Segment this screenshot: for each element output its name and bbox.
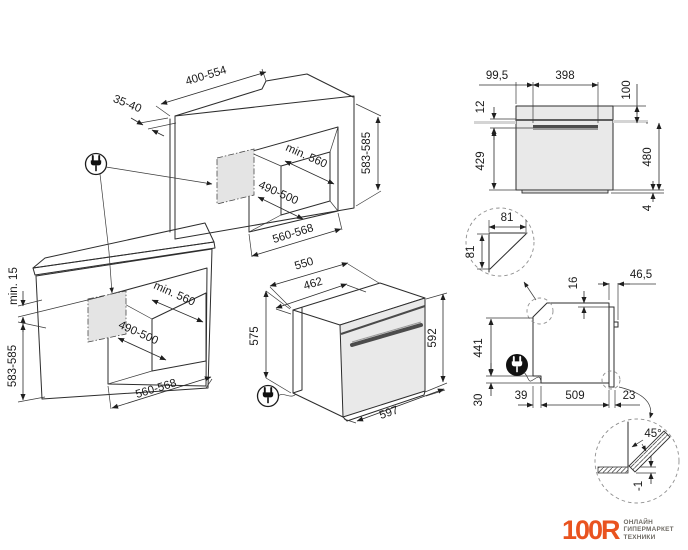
dim-plinth-height: 4 — [642, 204, 654, 211]
dim-worktop-clearance: min. 15 — [8, 267, 20, 305]
dim-oven-height-rear: 575 — [249, 326, 261, 345]
power-connection-area-lower — [87, 290, 127, 343]
dim-cut-angle: 45° — [644, 428, 661, 440]
dim-oven-depth-body: 462 — [302, 276, 324, 293]
dim-inner-depth-upper: 490-500 — [256, 179, 299, 207]
dim-front-edge: 35-40 — [111, 93, 143, 115]
dim-niche-height-lower: 583-585 — [7, 345, 19, 387]
dim-front-gap: 39 — [515, 390, 528, 402]
dim-oven-width: 597 — [378, 404, 400, 422]
power-socket-callout — [84, 152, 213, 294]
dim-niche-height-upper: 583-585 — [361, 132, 373, 174]
side-handle — [613, 321, 619, 328]
tall-cabinet-view: 400-554 35-40 min. 560 490-500 560-568 5… — [111, 64, 382, 258]
oven-side-view: 16 46,5 441 30 39 509 23 — [473, 269, 656, 419]
logo: 100R ОНЛАЙН ГИПЕРМАРКЕТ ТЕХНИКИ — [562, 510, 688, 550]
dim-base-inset: 30 — [473, 394, 485, 407]
logo-tagline-line2: ГИПЕРМАРКЕТ — [623, 526, 674, 534]
dim-door-depth: 23 — [623, 390, 636, 402]
dim-top-opening: 400-554 — [184, 64, 228, 88]
dim-clearance: -1 — [633, 481, 645, 491]
logo-tagline: ОНЛАЙН ГИПЕРМАРКЕТ ТЕХНИКИ — [624, 519, 674, 541]
logo-tagline-line1: ОНЛАЙН — [623, 518, 653, 526]
dim-chamfer-width: 81 — [501, 212, 514, 224]
dim-top-to-handle: 100 — [621, 80, 633, 99]
oven-isometric-view: 550 462 575 592 597 — [249, 256, 448, 424]
dim-oven-depth-total: 550 — [293, 256, 315, 273]
logo-tagline-line3: ТЕХНИКИ — [623, 533, 656, 541]
dim-body-depth: 509 — [565, 390, 584, 402]
oven-handle — [350, 323, 423, 347]
dim-niche-depth-lower: min. 560 — [152, 280, 197, 309]
dim-front-overhang: 46,5 — [630, 269, 652, 281]
dim-body-height: 441 — [473, 338, 485, 357]
plinth-cut-detail: 45° -1 — [594, 418, 680, 504]
oven-front-view: 99,5 398 100 12 429 480 4 — [474, 70, 664, 211]
dim-top-inset: 16 — [568, 277, 580, 290]
power-connection-area-upper — [216, 148, 255, 205]
corner-chamfer-detail: 81 81 — [465, 207, 537, 301]
dim-niche-width-upper: 560-568 — [271, 222, 315, 246]
plinth-board — [628, 430, 671, 473]
dim-handle-offset: 99,5 — [486, 70, 508, 82]
dim-panel-gap: 12 — [475, 101, 487, 114]
dim-height-right: 480 — [642, 147, 654, 166]
dim-handle-to-base: 429 — [475, 151, 487, 170]
dim-handle-length: 398 — [555, 70, 574, 82]
dim-chamfer-height: 81 — [465, 246, 477, 259]
front-handle — [533, 125, 598, 129]
dim-niche-depth-upper: min. 560 — [284, 142, 329, 171]
logo-brand: 100R — [562, 515, 621, 545]
base-cabinet-view: min. 15 583-585 min. 560 490-500 560-568 — [7, 222, 216, 410]
dim-oven-height-front: 592 — [427, 328, 439, 347]
dim-niche-width-lower: 560-568 — [134, 377, 178, 401]
